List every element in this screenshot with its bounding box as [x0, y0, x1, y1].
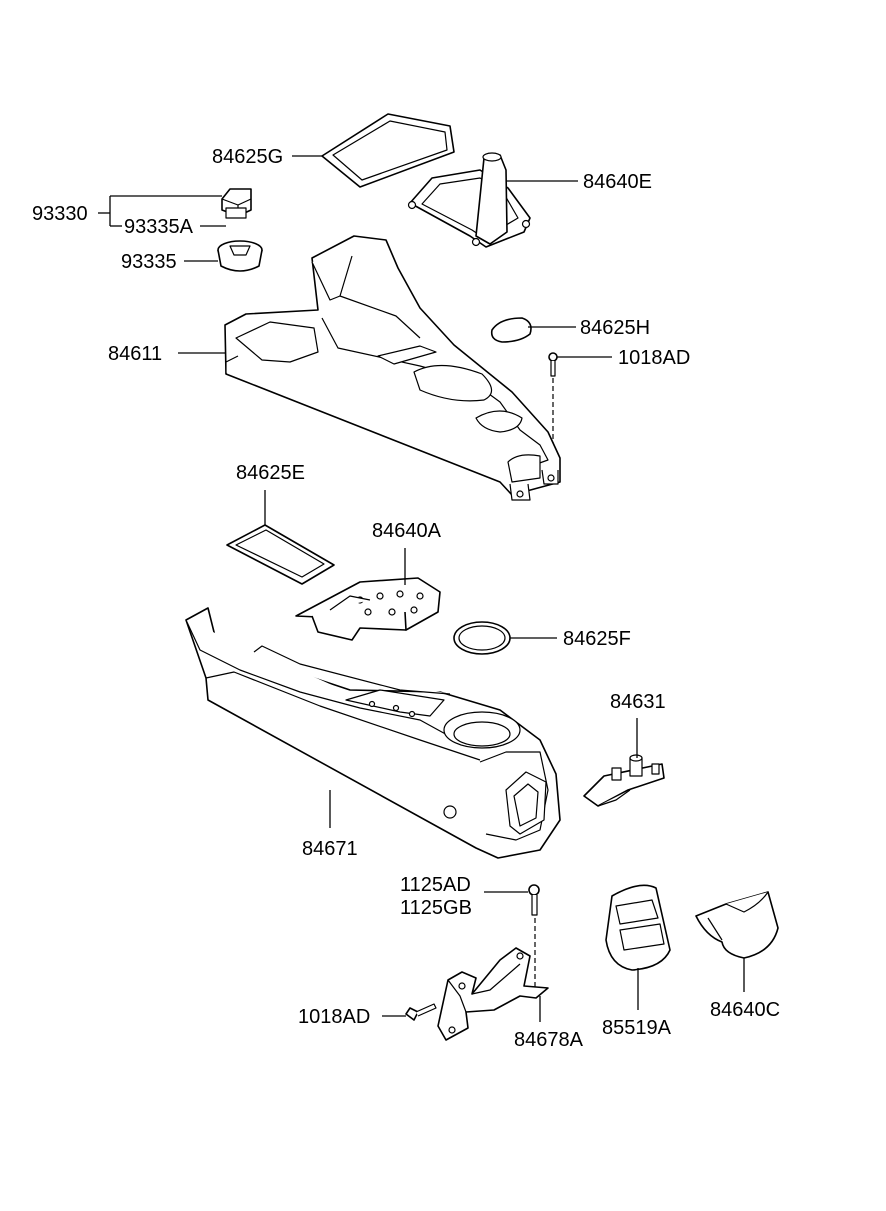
label-84625G: 84625G	[212, 146, 283, 168]
label-1125GB: 1125GB	[400, 897, 472, 919]
part-93335-socket	[217, 240, 263, 272]
label-84640E: 84640E	[583, 171, 652, 193]
leader-lines	[98, 155, 745, 1022]
part-85519A-panel	[605, 884, 671, 971]
part-84625H-pad	[490, 317, 532, 343]
label-84625H: 84625H	[580, 317, 650, 339]
label-84678A: 84678A	[514, 1029, 584, 1051]
part-84631-bracket	[583, 754, 665, 807]
part-84625G-mat	[321, 113, 455, 188]
part-84640E-shift-boot	[407, 152, 531, 248]
part-84640A-indicator-plate	[295, 577, 441, 641]
part-84625F-round-mat	[453, 621, 511, 655]
part-1125AD-bolt	[528, 884, 540, 988]
label-84640A: 84640A	[372, 520, 442, 542]
part-84640C-cover	[695, 891, 779, 959]
label-93330: 93330	[32, 203, 88, 225]
part-84625E-mat	[226, 524, 335, 585]
label-84625F: 84625F	[563, 628, 631, 650]
label-1018AD-top: 1018AD	[618, 347, 690, 369]
part-1018AD-screw-bottom	[405, 1003, 437, 1021]
label-1018AD-bottom: 1018AD	[298, 1006, 370, 1028]
label-93335: 93335	[121, 251, 177, 273]
part-84611-upper-console	[224, 235, 561, 501]
label-84640C: 84640C	[710, 999, 780, 1021]
part-84671-lower-console	[185, 607, 561, 859]
label-93335A: 93335A	[124, 216, 194, 238]
label-84671: 84671	[302, 838, 358, 860]
label-85519A: 85519A	[602, 1017, 672, 1039]
label-1125AD: 1125AD	[400, 874, 471, 896]
label-84611: 84611	[108, 343, 162, 365]
label-84631: 84631	[610, 691, 666, 713]
part-84678A-bracket	[437, 947, 549, 1041]
label-84625E: 84625E	[236, 462, 305, 484]
part-93330-switch	[221, 188, 252, 219]
